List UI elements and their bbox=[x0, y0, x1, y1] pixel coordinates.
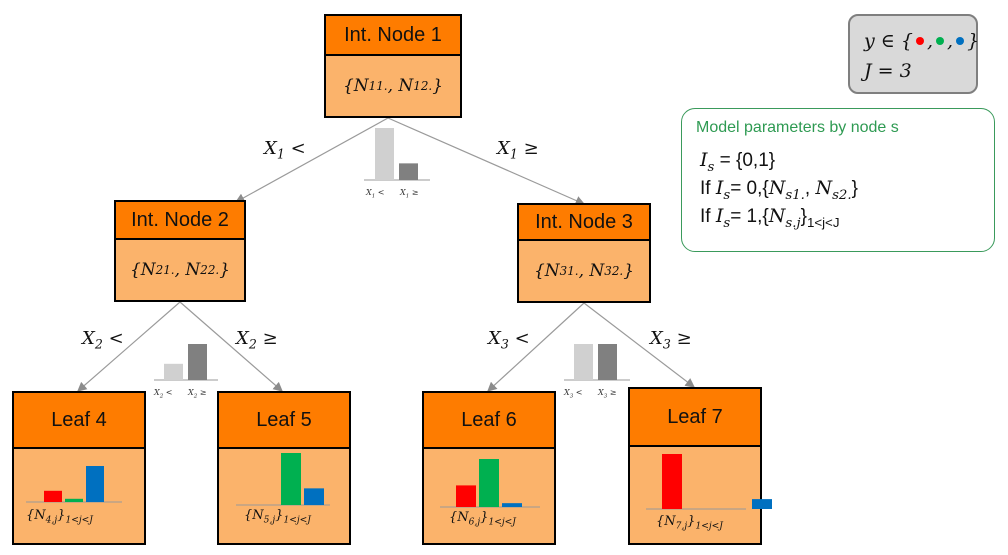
s2-lt-bar bbox=[164, 363, 183, 380]
leaf-node-5: Leaf 5 bbox=[217, 391, 351, 545]
leaf6-counts: {N6,j}1<j<J bbox=[449, 510, 516, 528]
node-title: Int. Node 2 bbox=[116, 202, 244, 240]
leaf-node-4: Leaf 4 bbox=[12, 391, 146, 545]
edge-label-x1-ge: X1 ≥ bbox=[497, 138, 539, 162]
s3-lt-bar bbox=[574, 344, 593, 380]
node-title: Leaf 7 bbox=[630, 389, 760, 447]
split2-ge-label: X2 ≥ bbox=[188, 388, 207, 400]
leaf4-bar-class-3 bbox=[86, 466, 104, 502]
edge-label-x2-ge: X2 ≥ bbox=[236, 328, 278, 352]
s3-ge-bar bbox=[598, 344, 617, 380]
edge-n1-n3 bbox=[387, 117, 586, 206]
edge-n2-leaf5 bbox=[179, 301, 283, 392]
edge-n3-leaf6 bbox=[487, 302, 585, 392]
model-parameters-box: Model parameters by node s Is = {0,1} If… bbox=[681, 108, 995, 252]
leaf5-counts: {N5,j}1<j<J bbox=[244, 508, 311, 526]
leaf4-counts: {N4,j}1<j<J bbox=[26, 508, 93, 526]
leaf5-bar-class-2 bbox=[281, 453, 301, 505]
params-line-3: If Is= 1,{Ns.j}1<j<J bbox=[700, 205, 840, 231]
node-title: Leaf 6 bbox=[424, 393, 554, 449]
edge-n3-leaf7 bbox=[583, 302, 695, 388]
node-title: Int. Node 1 bbox=[326, 16, 460, 56]
split3-lt-label: X3 < bbox=[564, 388, 583, 400]
params-line-2: If Is= 0,{Ns1., Ns2.} bbox=[700, 177, 858, 203]
node-title: Int. Node 3 bbox=[519, 205, 649, 241]
class-legend: y ∈ {,,} J = 3 bbox=[848, 14, 980, 94]
green-class-dot bbox=[936, 37, 945, 45]
s2-ge-bar bbox=[188, 344, 207, 380]
red-class-dot bbox=[915, 37, 924, 45]
leaf-node-7: Leaf 7 bbox=[628, 387, 762, 545]
params-line-1: Is = {0,1} bbox=[700, 149, 776, 175]
leaf7-counts: {N7,j}1<j<J bbox=[656, 514, 723, 532]
node-title: Leaf 5 bbox=[219, 393, 349, 449]
edge-label-x3-lt: X3 < bbox=[488, 328, 530, 352]
edge-label-x2-lt: X2 < bbox=[82, 328, 124, 352]
edge-label-x3-ge: X3 ≥ bbox=[650, 328, 692, 352]
leaf5-bar-class-3 bbox=[304, 488, 324, 505]
split1-ge-label: X1 ≥ bbox=[400, 188, 419, 200]
legend-j: J = 3 bbox=[864, 60, 912, 82]
split2-lt-label: X2 < bbox=[154, 388, 173, 400]
leaf4-bar-class-2 bbox=[65, 498, 83, 502]
split1-lt-label: X1 < bbox=[366, 188, 385, 200]
edge-n2-leaf4 bbox=[77, 301, 181, 392]
leaf7-bar-class-1 bbox=[662, 454, 682, 509]
leaf7-bar-class-3 bbox=[752, 499, 772, 509]
s1-ge-bar bbox=[399, 163, 418, 180]
legend-classes: y ∈ {,,} bbox=[864, 30, 980, 52]
node-title: Leaf 4 bbox=[14, 393, 144, 449]
s1-lt-bar bbox=[375, 128, 394, 180]
edge-label-x1-lt: X1 < bbox=[264, 138, 306, 162]
leaf4-bar-class-1 bbox=[44, 490, 62, 502]
params-title: Model parameters by node s bbox=[696, 119, 899, 136]
edge-n1-n2 bbox=[234, 117, 389, 203]
split3-ge-label: X3 ≥ bbox=[598, 388, 617, 400]
blue-class-dot bbox=[956, 37, 965, 45]
leaf6-bar-class-1 bbox=[456, 485, 476, 507]
leaf6-bar-class-2 bbox=[479, 459, 499, 507]
leaf6-bar-class-3 bbox=[502, 503, 522, 507]
